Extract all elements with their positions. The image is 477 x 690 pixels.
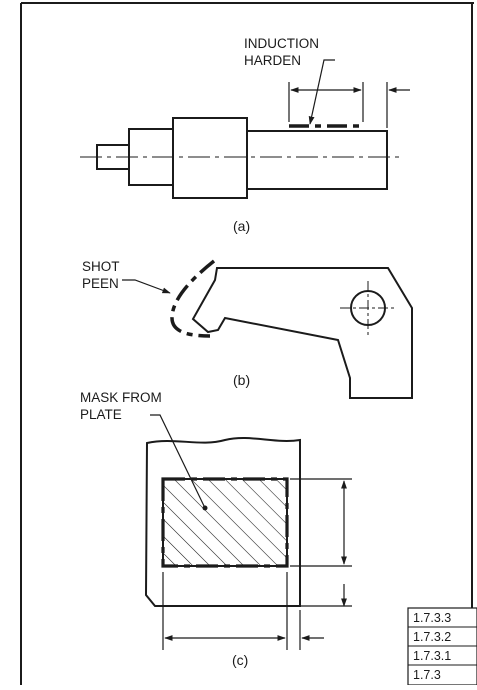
shot-peen-zone-line [170, 259, 216, 338]
shaft-collar [172, 117, 248, 199]
bracket-outline [191, 267, 413, 399]
leader-line [150, 414, 206, 509]
sheet-border [20, 2, 474, 685]
callout-harden: HARDEN [244, 53, 301, 68]
leader-line [122, 279, 171, 294]
caption-a: (a) [233, 218, 250, 234]
figure-b-bracket [122, 259, 413, 399]
mask-boundary-line [161, 477, 289, 568]
shaft-body [246, 130, 388, 190]
masked-area-hatch [162, 478, 288, 567]
section-table: 1.7.3.3 1.7.3.2 1.7.3.1 1.7.3 [407, 607, 477, 686]
section-table-row: 1.7.3 [413, 668, 441, 682]
leader-dot [202, 505, 208, 511]
leader-line [308, 59, 335, 125]
caption-c: (c) [232, 652, 248, 668]
section-table-row: 1.7.3.2 [413, 630, 451, 644]
section-table-row: 1.7.3.1 [413, 649, 451, 663]
figure-c-plate [144, 414, 352, 650]
callout-peen: PEEN [82, 276, 119, 291]
plate-outline [144, 437, 301, 607]
section-table-row: 1.7.3.3 [413, 611, 451, 625]
figure-a-shaft [80, 59, 410, 199]
callout-plate: PLATE [80, 407, 122, 422]
caption-b: (b) [233, 372, 250, 388]
callout-induction: INDUCTION [244, 36, 319, 51]
callout-shot: SHOT [82, 259, 120, 274]
callout-mask-from: MASK FROM [80, 390, 162, 405]
